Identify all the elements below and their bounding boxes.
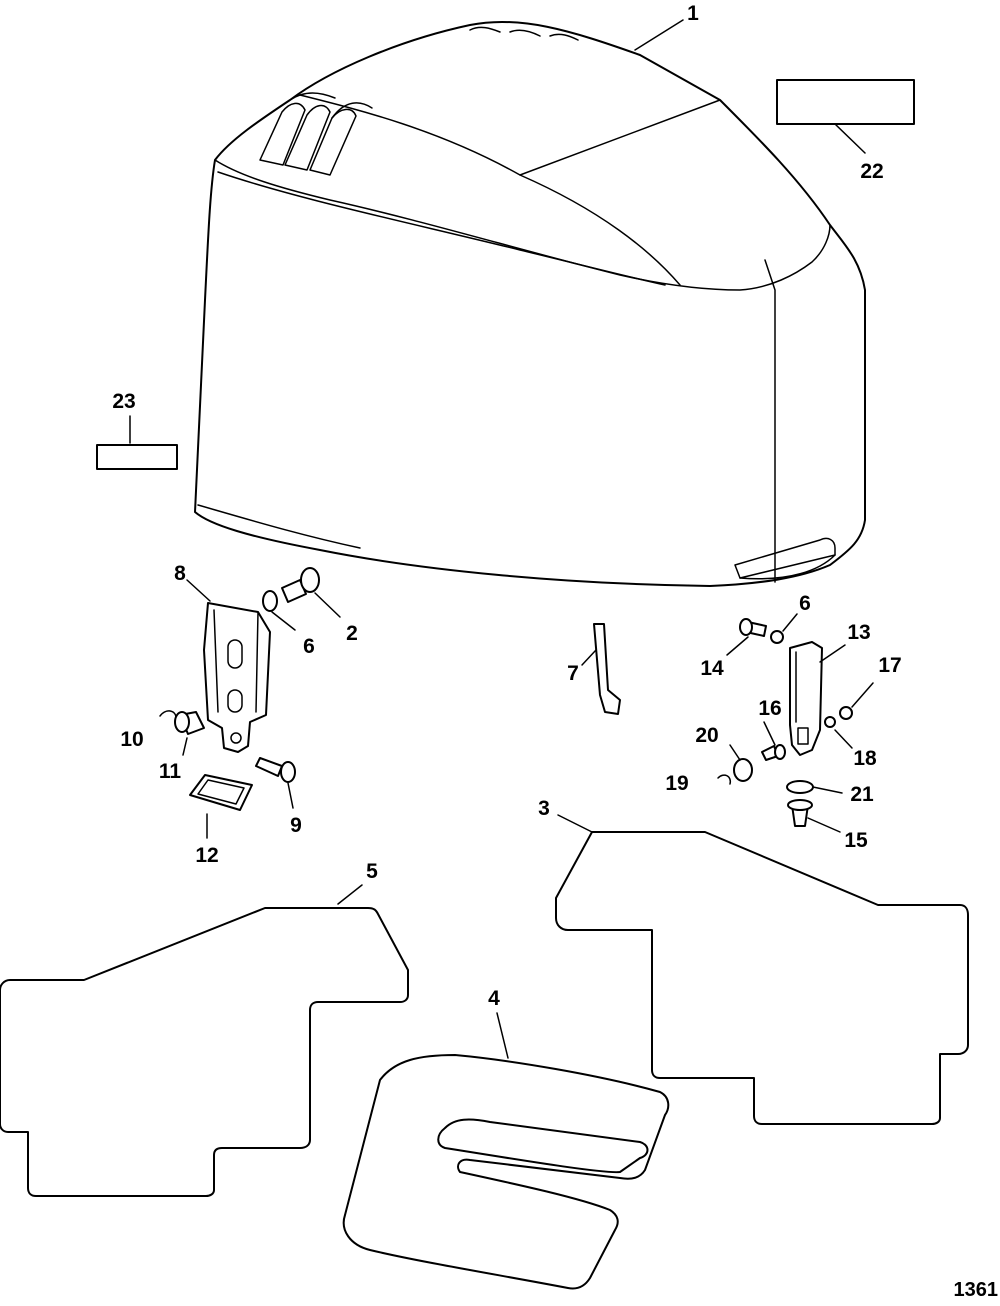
pad-4 [342,1054,670,1290]
leader-9 [287,782,294,809]
callout-16: 16 [758,697,781,720]
leader-11 [182,737,188,756]
grommet-15 [787,799,813,827]
pad-3 [555,831,969,1125]
washer-21 [786,780,814,794]
pin-16 [761,744,786,761]
spacer-20 [733,758,753,782]
latch-7 [593,623,621,715]
bolt-14 [739,618,767,637]
leader-6b [782,613,798,632]
callout-8: 8 [174,562,186,585]
callout-22: 22 [860,160,883,183]
callout-14: 14 [700,657,724,680]
callout-23: 23 [112,390,135,413]
callout-6-left: 6 [303,635,315,658]
bracket-left [203,602,271,753]
leader-17 [851,682,874,708]
leader-7 [581,649,597,666]
top-cowl [194,20,866,587]
callout-20: 20 [695,724,718,747]
callout-12: 12 [195,844,218,867]
leader-18 [834,729,853,749]
leader-8 [186,579,211,602]
decal-23 [96,444,178,470]
leader-20 [729,744,741,761]
leader-16 [763,721,776,746]
callout-2: 2 [346,622,358,645]
leader-22 [834,123,866,154]
callout-9: 9 [290,814,302,837]
leader-6a [271,611,296,631]
washer-6-right [770,630,784,644]
leader-2 [314,592,341,618]
pad-5 [0,907,409,1197]
callout-13: 13 [847,621,870,644]
decal-22 [776,79,915,125]
leader-5 [337,884,363,905]
leader-13 [819,644,846,663]
callout-1: 1 [687,2,699,25]
spacer-11 [174,711,205,735]
washer-18 [824,716,836,728]
clip-10 [159,710,177,719]
callout-21: 21 [850,783,874,806]
grommet-12 [189,774,253,811]
callout-11: 11 [159,760,182,783]
callout-17: 17 [878,654,901,677]
callout-10: 10 [120,728,143,751]
callout-5: 5 [366,860,378,883]
clip-19 [717,774,732,785]
figure-number: 1361 [954,1279,999,1301]
nut-17 [839,706,853,720]
leader-14 [726,636,749,656]
callout-19: 19 [665,772,688,795]
leader-15 [807,817,841,833]
leader-3 [557,814,593,833]
callout-6-right: 6 [799,592,811,615]
bolt-2 [281,567,320,603]
leader-4 [496,1012,509,1059]
callout-3: 3 [538,797,550,820]
callout-15: 15 [844,829,868,852]
bracket-right-13 [789,641,823,756]
washer-6-left [262,590,278,612]
leader-21 [812,786,843,794]
callout-4: 4 [488,987,500,1010]
pin-9 [255,757,296,783]
callout-7: 7 [567,662,579,685]
callout-18: 18 [853,747,877,770]
leader-1 [634,19,684,51]
